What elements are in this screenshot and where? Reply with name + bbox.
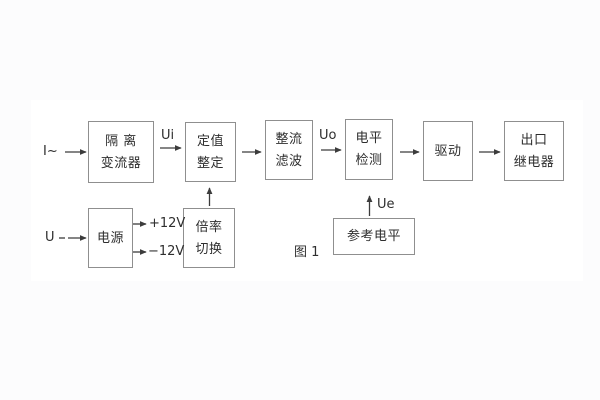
block-output-relay: 出口 继电器: [504, 121, 564, 181]
block-relay-line2: 继电器: [513, 154, 555, 170]
block-drive: 驱动: [423, 121, 473, 181]
block-reference-label: 参考电平: [346, 229, 401, 244]
block-ratio-line1: 倍率: [195, 219, 223, 235]
block-rectifier-filter: 整流 滤波: [265, 120, 313, 180]
label-plus-12v: +12V: [149, 216, 186, 231]
block-power-label: 电源: [96, 230, 124, 246]
label-signal-uo: Uo: [319, 128, 337, 143]
label-signal-ue: Ue: [377, 197, 395, 212]
block-setpoint-setting: 定值 整定: [185, 122, 236, 182]
block-ratio-line2: 切换: [195, 241, 223, 257]
label-input-current: I~: [43, 144, 58, 159]
label-input-voltage: U: [45, 230, 55, 245]
block-rectifier-line2: 滤波: [275, 153, 303, 169]
block-setting-line1: 定值: [196, 133, 224, 149]
block-rectifier-line1: 整流: [275, 131, 303, 147]
block-reference-level: 参考电平: [333, 218, 415, 255]
block-isolation-line1: 隔 离: [105, 133, 137, 149]
label-signal-ui: Ui: [161, 128, 175, 143]
block-level-detect: 电平 检测: [345, 119, 393, 180]
block-setting-line2: 整定: [196, 155, 224, 171]
block-level-line1: 电平: [355, 131, 383, 146]
block-isolation-transformer: 隔 离 变流器: [88, 121, 154, 183]
block-ratio-switch: 倍率 切换: [183, 208, 235, 268]
block-isolation-line2: 变流器: [100, 155, 142, 171]
block-power-supply: 电源: [88, 208, 133, 268]
block-level-line2: 检测: [355, 153, 383, 168]
block-relay-line1: 出口: [520, 132, 548, 148]
label-minus-12v: −12V: [148, 244, 185, 259]
block-drive-label: 驱动: [434, 143, 462, 159]
figure-caption: 图 1: [294, 245, 320, 260]
